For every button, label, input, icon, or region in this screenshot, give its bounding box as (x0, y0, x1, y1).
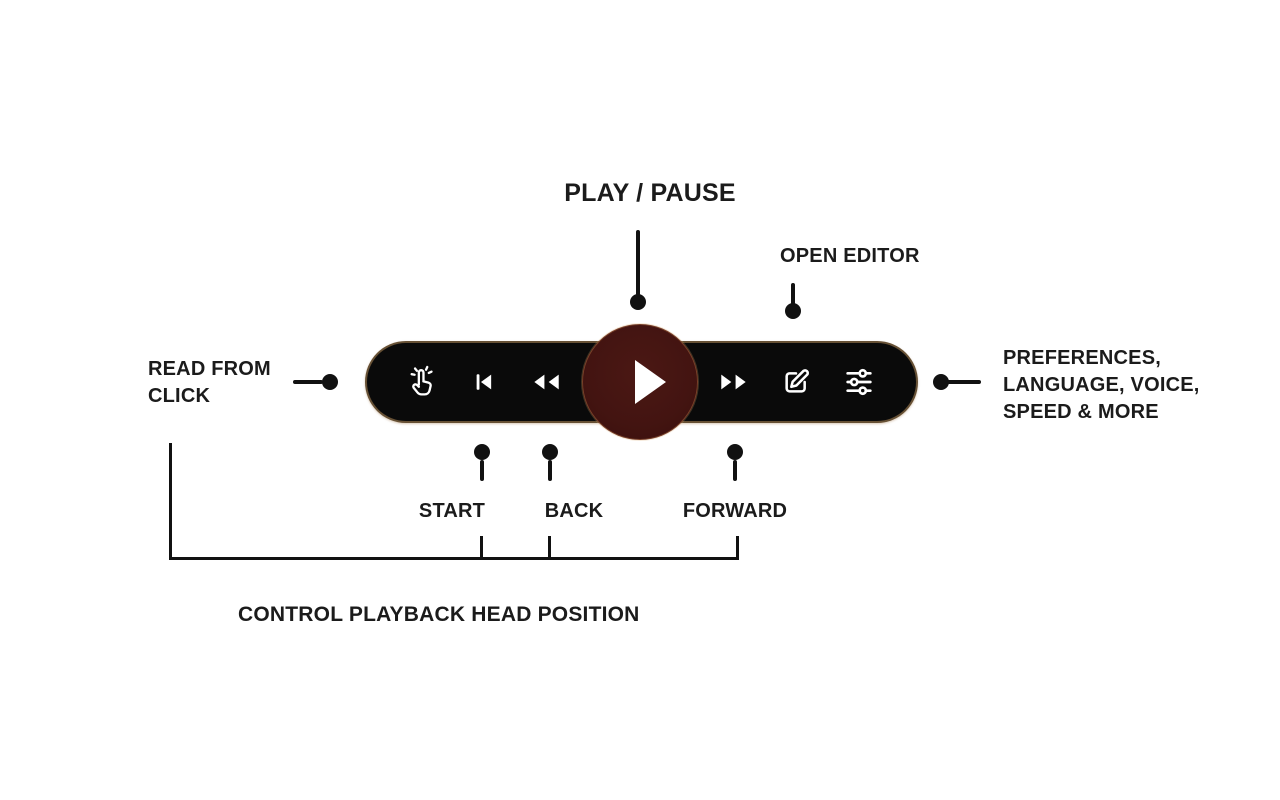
forward-label: FORWARD (682, 500, 788, 522)
play-pause-button[interactable] (582, 324, 698, 440)
bracket-back-stub (548, 536, 551, 557)
preferences-label-line2: LANGUAGE, VOICE, (1003, 374, 1200, 396)
read-from-click-connector-dot (322, 374, 338, 390)
preferences-label-line1: PREFERENCES, (1003, 347, 1161, 369)
play-pause-label: PLAY / PAUSE (564, 179, 736, 207)
forward-connector-line (733, 460, 737, 481)
preferences-label: PREFERENCES, LANGUAGE, VOICE, SPEED & MO… (1003, 345, 1200, 426)
preferences-connector-line (947, 380, 981, 384)
bracket-start-stub (480, 536, 483, 557)
skip-start-icon (476, 374, 492, 390)
read-from-click-button[interactable] (398, 358, 446, 406)
tap-icon (410, 365, 433, 396)
start-connector-line (480, 460, 484, 481)
sliders-icon (846, 368, 872, 396)
bracket-bottom-line (169, 557, 739, 560)
open-editor-button[interactable] (772, 358, 820, 406)
play-icon (634, 360, 666, 404)
preferences-button[interactable] (835, 358, 883, 406)
read-from-click-label: READ FROM CLICK (148, 356, 271, 410)
control-playback-label: CONTROL PLAYBACK HEAD POSITION (238, 603, 640, 626)
start-label: START (418, 500, 486, 522)
rewind-icon (534, 374, 559, 390)
back-connector-line (548, 460, 552, 481)
forward-button[interactable] (710, 358, 758, 406)
back-label: BACK (544, 500, 604, 522)
start-connector-dot (474, 444, 490, 460)
preferences-connector-dot (933, 374, 949, 390)
read-from-click-label-line2: CLICK (148, 385, 211, 407)
open-editor-connector-dot (785, 303, 801, 319)
fast-forward-icon (721, 374, 746, 390)
read-from-click-label-line1: READ FROM (148, 358, 271, 380)
bracket-left-line (169, 443, 172, 560)
play-pause-connector-dot (630, 294, 646, 310)
read-from-click-connector-line (293, 380, 323, 384)
forward-connector-dot (727, 444, 743, 460)
back-button[interactable] (522, 358, 570, 406)
play-pause-connector-line (636, 230, 640, 296)
skip-to-start-button[interactable] (460, 358, 508, 406)
preferences-label-line3: SPEED & MORE (1003, 401, 1159, 423)
open-editor-connector-line (791, 283, 795, 305)
open-editor-label: OPEN EDITOR (780, 245, 920, 267)
bracket-forward-stub (736, 536, 739, 557)
edit-icon (785, 369, 809, 393)
back-connector-dot (542, 444, 558, 460)
